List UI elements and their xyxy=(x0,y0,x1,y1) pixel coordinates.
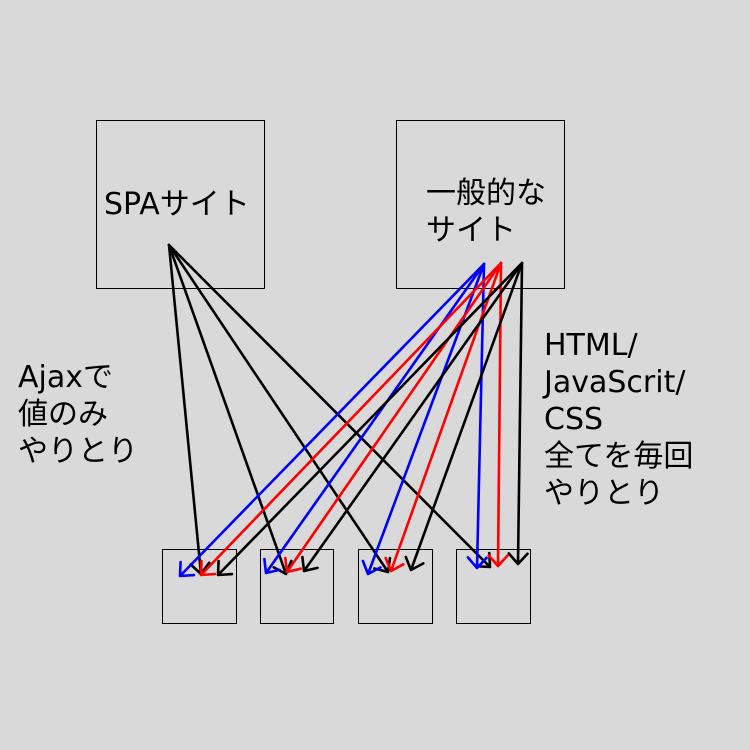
normal-red-arrow-1 xyxy=(199,261,503,577)
client-box-4 xyxy=(456,549,531,624)
normal-blue-arrow-2 xyxy=(263,262,486,575)
spa-arrow-3 xyxy=(167,243,392,574)
normal-site-label: 一般的な サイト xyxy=(426,176,546,248)
normal-red-arrow-3 xyxy=(384,261,503,573)
normal-black-arrow-2 xyxy=(301,261,524,573)
normal-black-arrow-1 xyxy=(216,261,524,577)
ajax-annotation: Ajaxで 値のみ やりとり xyxy=(18,360,138,469)
normal-site-box xyxy=(396,120,565,289)
normal-blue-arrow-1 xyxy=(178,262,486,578)
full-transfer-annotation: HTML/ JavaScrit/ CSS 全てを毎回 やりとり xyxy=(544,328,694,511)
client-box-2 xyxy=(260,549,334,624)
spa-site-label: SPAサイト xyxy=(104,187,250,222)
spa-site-box xyxy=(96,120,265,289)
normal-black-arrow-4 xyxy=(507,261,529,566)
normal-black-arrow-3 xyxy=(404,261,524,572)
spa-arrow-4 xyxy=(167,243,492,569)
normal-red-arrow-2 xyxy=(284,261,503,574)
normal-red-arrow-4 xyxy=(487,261,509,568)
client-box-3 xyxy=(358,549,433,624)
